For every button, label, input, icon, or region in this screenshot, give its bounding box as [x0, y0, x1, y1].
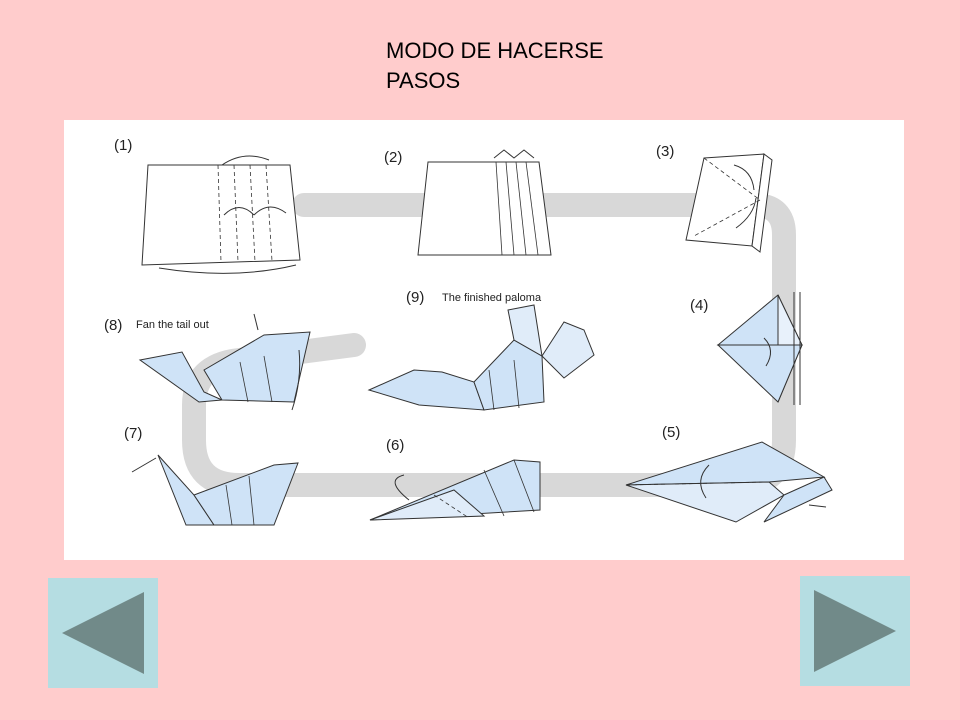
step-9-caption: The finished paloma [442, 292, 542, 304]
step-9-label: (9) [406, 289, 424, 306]
step-8-figure [138, 313, 311, 411]
step-8-caption: Fan the tail out [136, 319, 209, 331]
step-7-label: (7) [124, 425, 142, 442]
step-1-figure [141, 155, 301, 274]
slide-title: MODO DE HACERSE PASOS [386, 36, 604, 96]
step-2-figure [417, 149, 552, 256]
step-4-label: (4) [690, 297, 708, 314]
step-3-figure [685, 153, 773, 253]
step-5-figure [625, 441, 833, 523]
step-3-label: (3) [656, 143, 674, 160]
previous-slide-button[interactable] [48, 578, 158, 688]
step-5-label: (5) [662, 424, 680, 441]
step-6-label: (6) [386, 437, 404, 454]
step-8-label: (8) [104, 317, 122, 334]
slide-title-line-2: PASOS [386, 68, 461, 93]
slide-title-line-1: MODO DE HACERSE [386, 38, 604, 63]
origami-diagram: (1) (2) (3) (4) (5) (6) (7) (8) Fan the … [64, 120, 904, 560]
triangle-left-icon [62, 592, 144, 674]
step-9-figure [367, 304, 595, 411]
step-6-figure [369, 459, 541, 521]
step-7-figure [131, 454, 299, 526]
next-slide-button[interactable] [800, 576, 910, 686]
step-2-label: (2) [384, 149, 402, 166]
origami-steps-illustration: (1) (2) (3) (4) (5) (6) (7) (8) Fan the … [104, 137, 833, 526]
step-4-figure [716, 292, 803, 405]
triangle-right-icon [814, 590, 896, 672]
step-1-label: (1) [114, 137, 132, 154]
